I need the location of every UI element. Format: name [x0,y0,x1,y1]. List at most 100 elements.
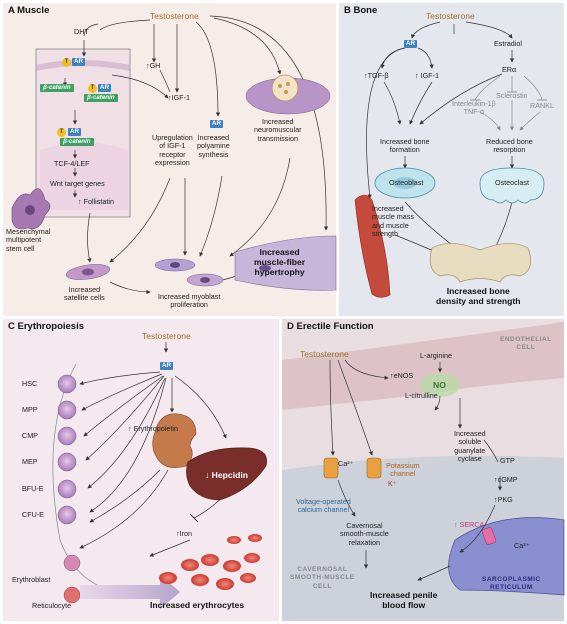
igf1-b-label: ↑ IGF-1 [415,71,439,80]
gtp-label: GTP [500,456,515,465]
ar-badge-a2: AR [98,84,111,92]
sr-label: SARCOPLASMIC RETICULUM [482,576,541,592]
polyamine-label: Increased polyamine synthesis [197,133,230,159]
panel-d-title: D Erectile Function [287,321,374,332]
csm-label: CAVERNOSAL SMOOTH-MUSCLE CELL [290,566,355,590]
iron-label: ↑Iron [176,529,192,538]
muscle-mass-label: Increased muscle mass and muscle strengt… [372,204,414,239]
epo-label: ↑ Erythropoietin [128,424,178,433]
nmt-label: Increased neuromuscular transmission [254,117,302,143]
penile-flow-label: Increased penile blood flow [370,590,438,610]
osteoclast-cell [479,167,545,204]
cell-label-mpp: MPP [22,405,38,414]
rankl-label: RANKL [530,101,554,110]
ar-badge-a3: AR [68,128,81,136]
cell-bfue [57,479,77,499]
ar-badge-a4: AR [210,120,223,128]
cgmp-label: ↑cGMP [494,475,518,484]
upreg-label: Upregulation of IGF-1 receptor expressio… [152,133,193,168]
nmj-terminal [271,74,299,102]
kidney [152,413,197,468]
msc-label: Mesenchymal multipotent stem cell [6,227,51,253]
nucleus-curve [40,142,128,210]
cell-mep [57,452,77,472]
il-label: Interleukin-1β TNF-α [452,99,496,117]
panel-a-title: A Muscle [8,5,50,16]
ca-label-2: Ca²⁺ [514,541,530,550]
cell-label-cmp: CMP [22,431,38,440]
voltage-channel-shape [323,457,339,479]
resorption-label: Reduced bone resorption [486,137,533,155]
formation-label: Increased bone formation [380,137,430,155]
serca-pump [481,527,497,545]
beta-catenin-3: β-catenin [60,138,94,146]
sarcoplasmic-reticulum [448,517,565,596]
cell-label-mep: MEP [22,457,38,466]
serca-label: ↑ SERCA [454,520,485,529]
cell-hsc [57,374,77,394]
satellite-label: Increased satellite cells [64,285,105,303]
cell-erythroblast [63,554,81,572]
tgf-label: ↑TGF-β [364,71,389,80]
cell-label-cfue: CFU-E [22,510,44,519]
muscle-fiber [234,235,337,291]
pkg-label: ↑PKG [494,495,513,504]
dht-label: DHT [74,27,89,36]
endothelial-label: ENDOTHELIAL CELL [500,336,552,352]
follistatin-label: ↑ Follistatin [78,197,114,206]
gh-label: ↑GH [146,61,161,70]
sclerostin-label: Sclerostin [496,91,528,100]
erythrocyte-cluster [159,534,262,590]
myoblast-label: Increased myoblast proliferation [158,292,221,310]
citrulline-label: L-citrulline [405,391,438,400]
hepcidin-label: ↓ Hepcidin [205,470,248,480]
ar-badge-b: AR [404,40,417,48]
muscle-bundle [354,194,391,298]
er-label: ERα [502,65,517,74]
cell-cmp [57,426,77,446]
differentiation-arrow [80,575,180,609]
cell-mpp [57,400,77,420]
testosterone-b: Testosterone [426,11,475,21]
k-label: K⁺ [388,479,397,488]
enos-label: ↑eNOS [390,371,414,380]
ca-label-1: Ca²⁺ [338,459,354,468]
hypertrophy-label: Increased muscle-fiber hypertrophy [254,247,306,277]
potassium-channel-shape [366,457,382,479]
beta-catenin-2: β-catenin [84,94,118,102]
t-circle-1: T [62,58,71,67]
relax-label: Cavernosal smooth-muscle relaxation [340,521,389,547]
igf1-a-label: ↑IGF-1 [168,93,190,102]
no-label: NO [433,380,446,390]
pelvis-bone [429,243,531,283]
arginine-label: L-arginine [420,351,452,360]
reticulocyte-label: Reticulocyte [32,601,72,610]
erythroblast-label: Erythroblast [12,575,51,584]
osteoclast-label: Osteoclast [495,178,529,187]
testosterone-a: Testosterone [150,11,199,21]
vocc-label: Voltage-operated calcium channel [296,497,351,515]
erythrocytes-label: Increased erythrocytes [150,600,245,610]
wnt-label: Wnt target genes [50,179,105,188]
guanylate-label: Increased soluble guanylate cyclase [454,429,486,464]
no-cloud [420,373,460,397]
osteoblast-label: Osteoblast [389,178,424,187]
panel-b-title: B Bone [344,5,378,16]
estradiol-label: Estradiol [494,39,522,48]
t-circle-2: T [88,84,97,93]
potassium-label: Potassium channel [386,461,420,479]
endothelial-cell [282,322,564,410]
ar-badge-c: AR [160,362,173,370]
testosterone-c: Testosterone [142,331,191,341]
ar-badge-a1: AR [72,58,85,66]
panel-c-title: C Erythropoiesis [8,321,85,332]
testosterone-d: Testosterone [300,349,349,359]
tcf-label: TCF-4/LEF [54,159,90,168]
cell-label-hsc: HSC [22,379,38,388]
density-label: Increased bone density and strength [436,286,521,306]
t-circle-3: T [57,128,66,137]
liver [186,447,267,501]
cell-cfue [57,505,77,525]
beta-catenin-1: β-catenin [40,84,74,92]
